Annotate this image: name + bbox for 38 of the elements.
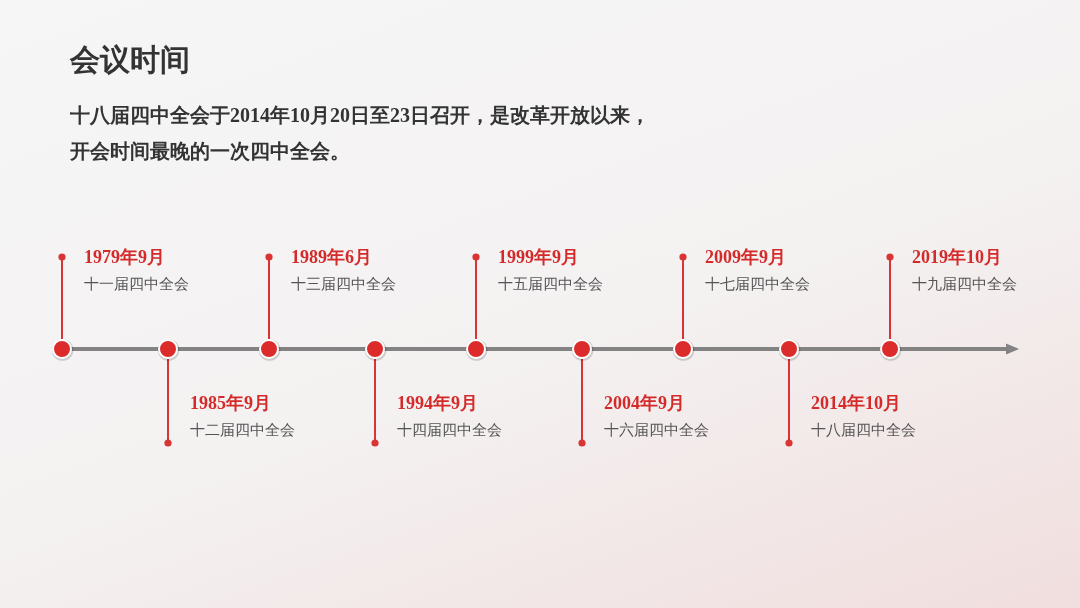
date-label: 2019年10月 — [912, 246, 1002, 269]
leader-line — [785, 358, 793, 447]
date-label: 1989年6月 — [291, 246, 372, 269]
event-text: 十六届四中全会 — [604, 420, 709, 441]
leader-line — [58, 253, 66, 340]
leader-line — [886, 253, 894, 340]
timeline-dot — [156, 337, 180, 361]
date-label: 2014年10月 — [811, 392, 901, 415]
timeline-dot — [464, 337, 488, 361]
date-label: 1994年9月 — [397, 392, 478, 415]
leader-line — [371, 358, 379, 447]
leader-line — [472, 253, 480, 340]
event-text: 十二届四中全会 — [190, 420, 295, 441]
timeline-dot — [671, 337, 695, 361]
page-title: 会议时间 — [70, 42, 190, 78]
date-label: 1999年9月 — [498, 246, 579, 269]
event-text: 十七届四中全会 — [705, 274, 810, 295]
leader-line — [578, 358, 586, 447]
timeline-dot — [257, 337, 281, 361]
event-text: 十九届四中全会 — [912, 274, 1017, 295]
date-label: 1985年9月 — [190, 392, 271, 415]
timeline-dot — [777, 337, 801, 361]
timeline-dot — [50, 337, 74, 361]
event-text: 十三届四中全会 — [291, 274, 396, 295]
leader-line — [164, 358, 172, 447]
intro-paragraph: 十八届四中全会于2014年10月20日至23日召开，是改革开放以来，开会时间最晚的一次四中全会。 — [70, 103, 651, 164]
timeline-dot — [363, 337, 387, 361]
event-text: 十四届四中全会 — [397, 420, 502, 441]
leader-line — [679, 253, 687, 340]
timeline-dot — [878, 337, 902, 361]
timeline-dot — [570, 337, 594, 361]
date-label: 2004年9月 — [604, 392, 685, 415]
event-text: 十八届四中全会 — [811, 420, 916, 441]
leader-line — [265, 253, 273, 340]
event-text: 十五届四中全会 — [498, 274, 603, 295]
date-label: 1979年9月 — [84, 246, 165, 269]
date-label: 2009年9月 — [705, 246, 786, 269]
event-text: 十一届四中全会 — [84, 274, 189, 295]
